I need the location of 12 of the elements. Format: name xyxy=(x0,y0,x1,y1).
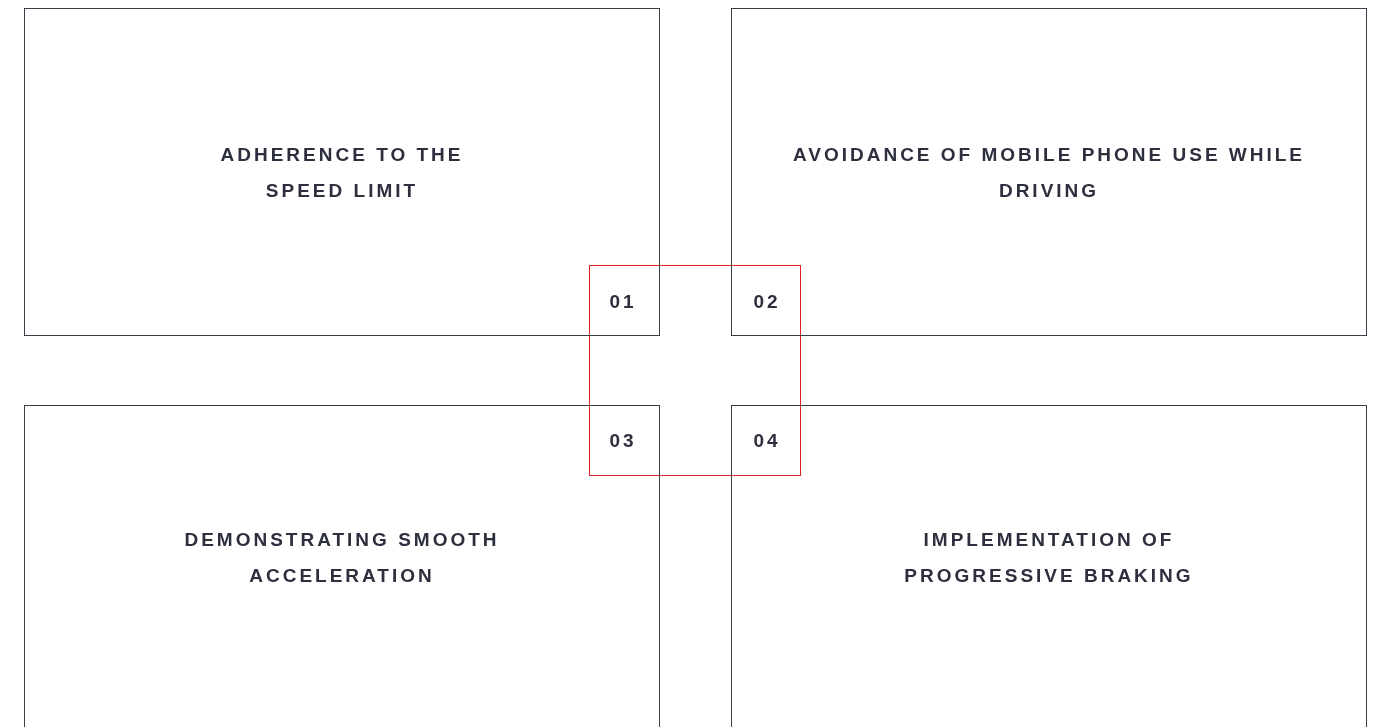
card-heading: DEMONSTRATING SMOOTH ACCELERATION xyxy=(183,528,501,588)
card-heading: IMPLEMENTATION OF PROGRESSIVE BRAKING xyxy=(903,528,1195,588)
step-number: 01 xyxy=(608,290,638,314)
card-heading: ADHERENCE TO THE SPEED LIMIT xyxy=(219,143,465,203)
card-box xyxy=(24,405,660,727)
step-number: 03 xyxy=(608,429,638,453)
step-number: 04 xyxy=(752,429,782,453)
card-heading: AVOIDANCE OF MOBILE PHONE USE WHILE DRIVING xyxy=(791,143,1307,203)
card-box xyxy=(24,8,660,336)
card-box xyxy=(731,405,1367,727)
step-number: 02 xyxy=(752,290,782,314)
card-box xyxy=(731,8,1367,336)
